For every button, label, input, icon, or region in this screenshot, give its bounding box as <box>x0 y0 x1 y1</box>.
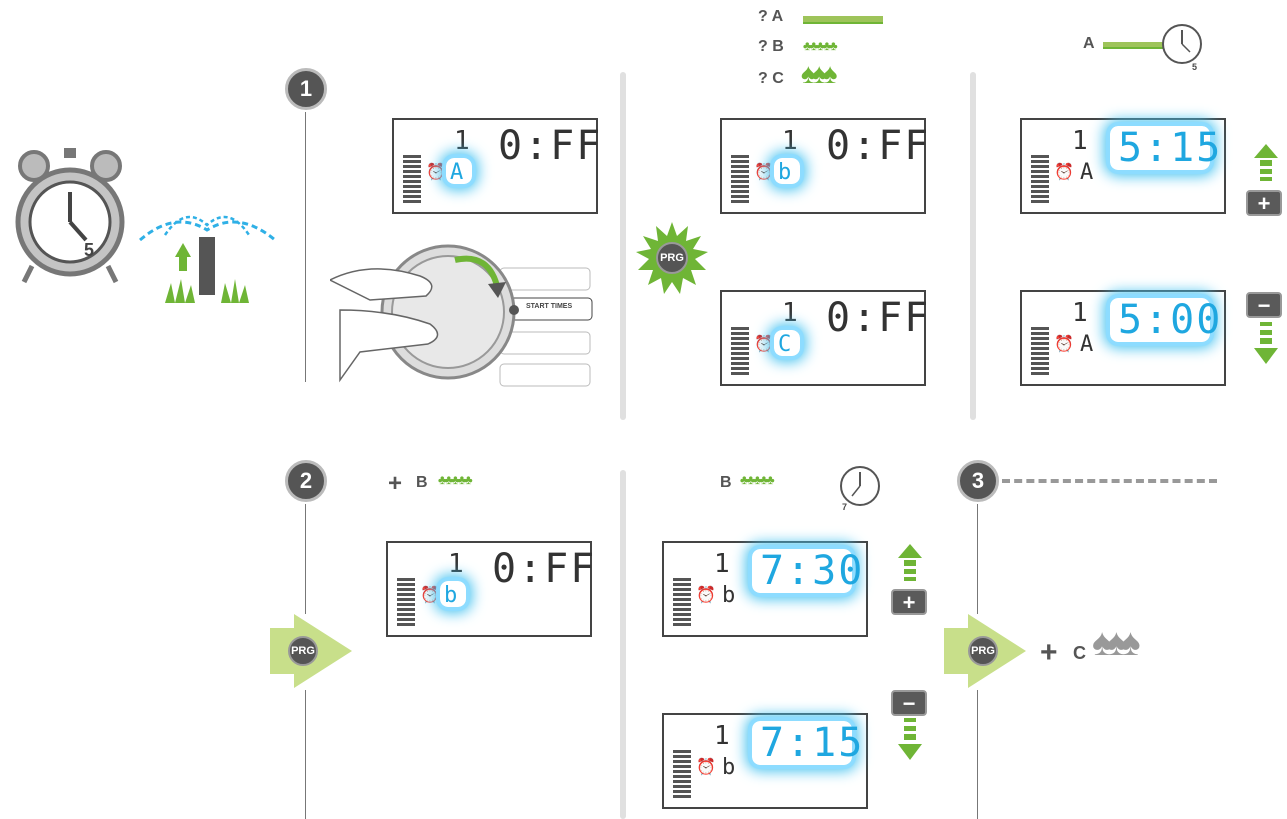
minus-button[interactable]: − <box>1246 292 1282 318</box>
lcd-time: 5:00 <box>1118 297 1223 343</box>
clock-number: 5 <box>1192 62 1198 72</box>
step-3-badge: 3 <box>957 460 999 502</box>
lcd-zone: 1 <box>1072 298 1088 328</box>
alarm-clock-icon <box>15 148 125 284</box>
alarm-icon: ⏰ <box>696 587 716 604</box>
step-3-line <box>977 504 978 614</box>
alarm-icon: ⏰ <box>1054 164 1074 181</box>
plus-c-label: C <box>1073 643 1086 663</box>
lcd-time: 0:FF <box>826 123 931 169</box>
lcd-program: C <box>778 332 792 357</box>
sprinkler-icon <box>139 215 276 303</box>
lcd-panel-3b: 1 5:00 ⏰ A <box>1020 290 1226 386</box>
lcd-program: A <box>450 160 464 185</box>
step-3-dashed-line <box>1002 479 1217 483</box>
step-2-line-lower <box>305 690 306 819</box>
lcd-program: b <box>444 583 458 608</box>
lcd-zone: 1 <box>782 298 798 328</box>
column-separator <box>970 72 976 420</box>
lcd-program: b <box>722 755 736 780</box>
prg-button[interactable]: PRG <box>968 636 998 666</box>
start-times-label: START TIMES <box>526 303 573 310</box>
plus-icon: + <box>1040 636 1058 669</box>
lcd-time: 0:FF <box>498 123 603 169</box>
alarm-icon: ⏰ <box>754 164 774 181</box>
step-1-line <box>305 112 306 382</box>
plus-button[interactable]: + <box>1246 190 1282 216</box>
plus-b-label: B <box>416 474 428 491</box>
alarm-number: 5 <box>84 240 95 260</box>
lcd-zone: 1 <box>782 126 798 156</box>
lcd-panel-4: 1 0:FF ⏰ b <box>386 541 594 637</box>
minus-button[interactable]: − <box>891 690 927 716</box>
lcd-time: 7:15 <box>760 720 865 766</box>
lcd-zone: 1 <box>714 549 730 579</box>
legend-c-label: ? C <box>758 70 784 87</box>
lcd-zone: 1 <box>454 126 470 156</box>
lcd-program: A <box>1080 332 1094 357</box>
header-b-label: B <box>720 474 732 491</box>
lcd-time: 7:30 <box>760 548 865 594</box>
lcd-panel-5a: 1 7:30 ⏰ b <box>662 541 868 637</box>
grass-icon <box>803 16 883 24</box>
alarm-icon: ⏰ <box>420 587 440 604</box>
prg-button[interactable]: PRG <box>288 636 318 666</box>
step-1-badge: 1 <box>285 68 327 110</box>
lcd-panel-2b: 1 0:FF ⏰ C <box>720 290 928 386</box>
legend-a-label: ? A <box>758 8 784 25</box>
down-arrow-icon <box>898 718 922 760</box>
step-3-line-lower <box>977 690 978 819</box>
clock-icon <box>840 466 880 506</box>
trees-icon: ♠♠♠ <box>1092 622 1141 664</box>
column-separator <box>620 72 626 420</box>
prg-button[interactable]: PRG <box>656 242 688 274</box>
column-separator <box>620 470 626 819</box>
lcd-zone: 1 <box>448 549 464 579</box>
lcd-panel-2a: 1 0:FF ⏰ b <box>720 118 928 214</box>
lcd-program: b <box>722 583 736 608</box>
hand-dial-illustration <box>330 244 593 387</box>
lcd-program: b <box>778 160 792 185</box>
plus-button[interactable]: + <box>891 589 927 615</box>
step-2-line <box>305 504 306 614</box>
trees-icon: ♠♠♠ <box>801 58 838 89</box>
plus-icon: + <box>388 470 403 497</box>
clock-icon <box>1162 24 1202 64</box>
clock-number: 7 <box>842 502 848 512</box>
up-arrow-icon <box>898 544 922 581</box>
shrubs-icon: ♣♣♣♣♣ <box>740 472 775 487</box>
lcd-program: A <box>1080 160 1094 185</box>
up-arrow-icon <box>1254 144 1278 181</box>
lcd-panel-5b: 1 7:15 ⏰ b <box>662 713 868 809</box>
alarm-icon: ⏰ <box>696 759 716 776</box>
lcd-time: 0:FF <box>826 295 931 341</box>
lcd-zone: 1 <box>714 721 730 751</box>
legend-b-label: ? B <box>758 38 784 55</box>
lcd-panel-1: 1 0:FF ⏰ A <box>392 118 600 214</box>
lcd-time: 0:FF <box>492 546 597 592</box>
shrubs-icon: ♣♣♣♣♣ <box>438 472 473 487</box>
down-arrow-icon <box>1254 322 1278 364</box>
shrubs-icon: ♣♣♣♣♣ <box>803 38 838 53</box>
lcd-time: 5:15 <box>1118 125 1223 171</box>
alarm-icon: ⏰ <box>426 164 446 181</box>
header-a-label: A <box>1083 35 1095 52</box>
lcd-panel-3a: 1 5:15 ⏰ A <box>1020 118 1226 214</box>
lcd-bars <box>403 155 421 205</box>
step-2-badge: 2 <box>285 460 327 502</box>
grass-icon <box>1103 42 1163 49</box>
lcd-zone: 1 <box>1072 126 1088 156</box>
alarm-icon: ⏰ <box>1054 336 1074 353</box>
alarm-icon: ⏰ <box>754 336 774 353</box>
